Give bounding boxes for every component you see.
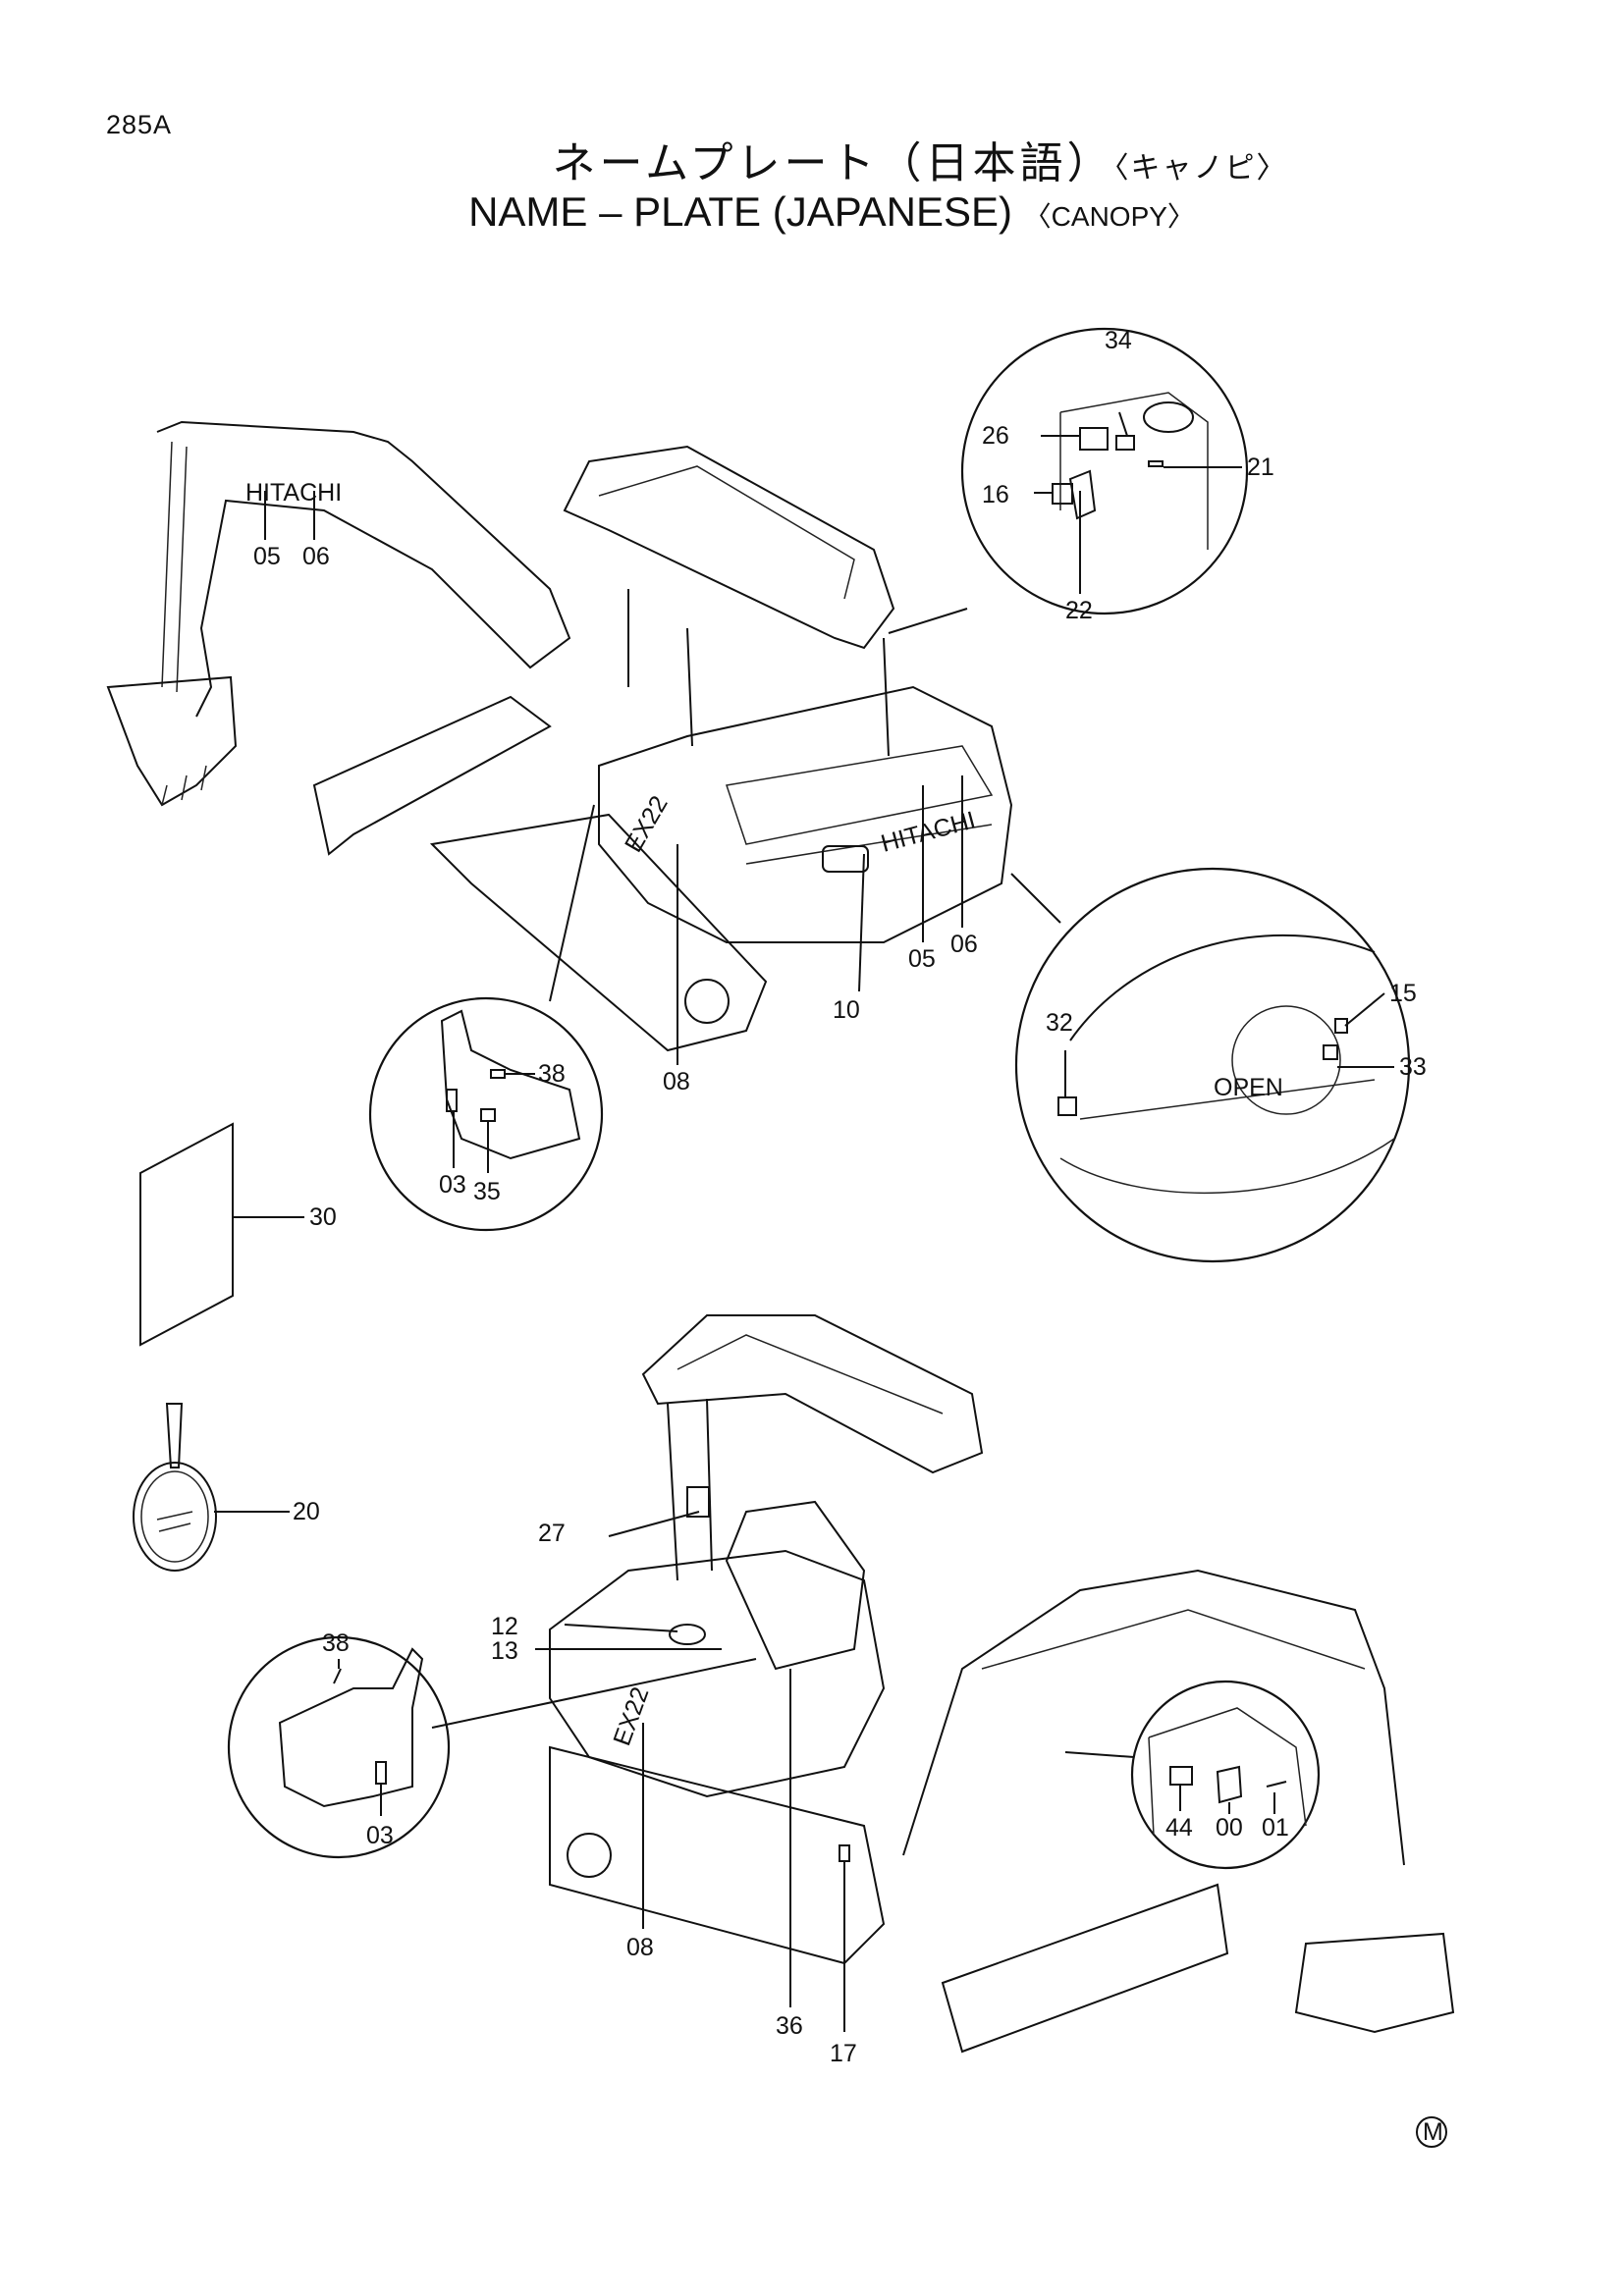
boom-brand-text: HITACHI [245,479,342,507]
callout: 32 [1046,1009,1073,1037]
callout: 16 [982,481,1009,508]
title-english-main: NAME – PLATE (JAPANESE) [468,188,1012,235]
callout: 17 [830,2040,857,2067]
key-tag [133,1403,290,1572]
callout: 38 [538,1060,566,1088]
callout: 13 [491,1637,518,1665]
title-english-sub: 〈CANOPY〉 [1023,201,1195,232]
callout: 03 [439,1171,466,1199]
title-japanese-main: ネームプレート（日本語） [552,138,1114,188]
upper-excavator: HITACHI HITACHI EX22 [106,420,1013,1065]
corner-mark: M [1416,2116,1447,2148]
plate-27 [686,1486,710,1518]
detail-fuel-tank [888,327,1249,634]
instruction-sheet [139,1122,304,1347]
model-text: EX22 [620,791,674,857]
callout: 10 [833,996,860,1024]
callout: 06 [950,931,978,958]
callout: 12 [491,1613,518,1640]
callout: 26 [982,422,1009,450]
callout: 05 [908,945,936,973]
callout: 44 [1165,1814,1193,1842]
callout: 08 [663,1068,690,1095]
lower-excavator: EX22 [535,1314,1455,2054]
callout: 03 [366,1822,394,1849]
callout: 00 [1216,1814,1243,1842]
title-japanese-sub: 〈キャノピ〉 [1113,151,1288,186]
callout: 30 [309,1203,337,1231]
callout: 22 [1065,597,1093,624]
plate-17 [839,1844,850,1862]
callout: 38 [322,1629,350,1657]
title-japanese: ネームプレート（日本語）〈キャノピ〉 [0,128,1624,190]
callout: 20 [293,1498,320,1525]
detail-lever-lower [227,1635,757,1859]
callout: 21 [1247,454,1274,481]
callout: 34 [1105,327,1132,354]
callout: 35 [473,1178,501,1205]
body-brand-text: HITACHI [878,806,978,857]
callout: 08 [626,1934,654,1961]
detail-engine-cover: OPEN [1010,867,1411,1263]
detail-lever-upper [368,804,604,1232]
plate-10 [822,845,869,873]
model-text-lower: EX22 [608,1683,654,1749]
page-number: 285A [106,110,173,139]
callout: 06 [302,543,330,570]
callout-labels: 34 26 21 16 22 05 06 08 10 05 06 38 03 3… [253,327,1427,2067]
callout: 15 [1389,980,1417,1007]
open-label: OPEN [1214,1074,1283,1101]
corner-mark-letter: M [1423,2118,1443,2146]
callout: 27 [538,1520,566,1547]
title-english: NAME – PLATE (JAPANESE) 〈CANOPY〉 [0,188,1624,236]
detail-serial-plate [1064,1680,1321,1870]
callout: 05 [253,543,281,570]
callout: 01 [1262,1814,1289,1842]
callout: 33 [1399,1053,1427,1081]
callout: 36 [776,2012,803,2040]
